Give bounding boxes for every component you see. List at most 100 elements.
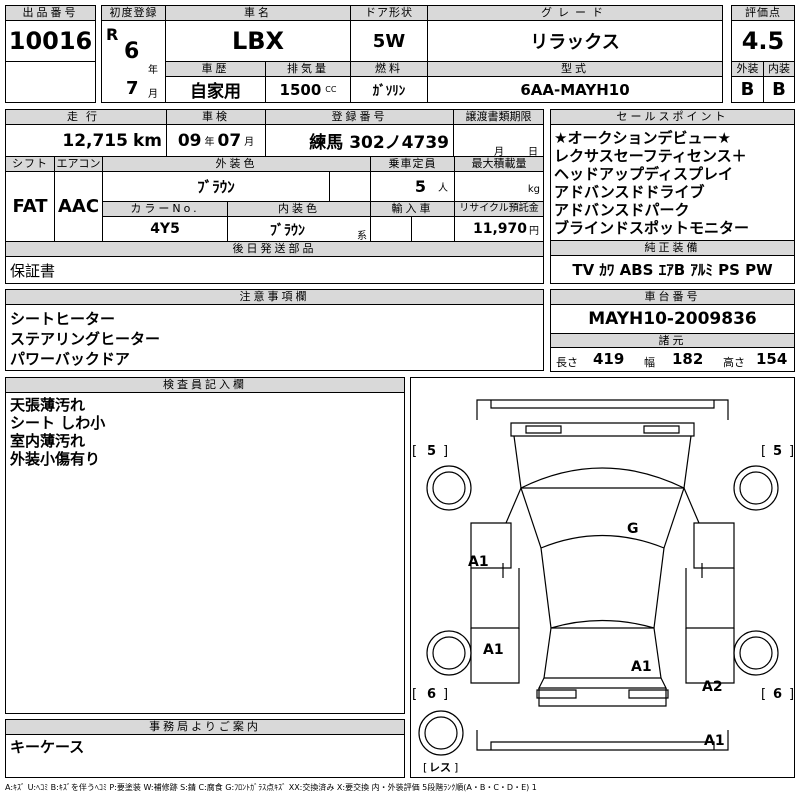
inspector-notes: 天張薄汚れ シート しわ小 室内薄汚れ 外装小傷有り xyxy=(5,392,405,714)
svg-text:]: ] xyxy=(789,444,794,459)
office-notes: キーケース xyxy=(5,734,405,778)
tire-front-left: 5 xyxy=(427,444,436,459)
chassis-no: MAYH10-2009836 xyxy=(550,304,795,334)
spare-tire: レス xyxy=(429,761,451,774)
int-color-value: ﾌﾞﾗｳﾝ xyxy=(270,223,305,239)
sales-points: ★オークションデビュー★ レクサスセーフティセンス＋ ヘッドアップディスプレイ … xyxy=(550,124,795,241)
overall-score: 4.5 xyxy=(731,20,795,62)
era: R xyxy=(106,25,119,44)
score-header: 評価点 xyxy=(731,5,795,21)
later-parts-header: 後日発送部品 xyxy=(5,241,544,257)
door-type: 5W xyxy=(350,20,428,62)
history-header: 車歴 xyxy=(165,61,266,77)
specs: 長さ 419 幅 182 高さ 154 xyxy=(550,347,795,372)
tire-front-right: 5 xyxy=(773,444,782,459)
inspector-note: シート しわ小 xyxy=(10,414,106,432)
load-unit: kg xyxy=(527,184,540,195)
equipment: TV ｶﾜ ABS ｴｱB ｱﾙﾐ PS PW xyxy=(550,255,795,284)
sales-point: アドバンスドドライブ xyxy=(554,183,705,201)
aircon: AAC xyxy=(54,171,103,242)
load-header: 最大積載量 xyxy=(454,156,544,172)
chassis-header: 車台番号 xyxy=(550,289,795,305)
first-reg-header: 初度登録 xyxy=(101,5,166,21)
office-header: 事務局よりご案内 xyxy=(5,719,405,735)
fuel-header: 燃料 xyxy=(350,61,428,77)
sales-point: レクサスセーフティセンス＋ xyxy=(554,147,747,165)
inspection-month-unit: 月 xyxy=(244,137,255,148)
tire-rear-left: 6 xyxy=(427,687,436,702)
mileage: 12,715 km xyxy=(5,124,167,157)
car-diagram: [ 5 ] [ 5 ] [ 6 ] [ 6 ] [ レス ] G A1 A1 A… xyxy=(412,399,794,774)
capacity-value: 5 xyxy=(414,177,426,196)
shift: FAT xyxy=(5,171,55,242)
inspector-note: 外装小傷有り xyxy=(10,450,101,468)
width-label: 幅 xyxy=(644,356,655,369)
lot-blank xyxy=(5,61,96,103)
displacement: 1500 CC xyxy=(265,76,351,103)
aircon-header: エアコン xyxy=(54,156,103,172)
import xyxy=(370,216,455,242)
reg-month-unit: 月 xyxy=(148,89,158,100)
grade-header: グレード xyxy=(427,5,723,21)
tire-rear-right: 6 xyxy=(773,687,782,702)
max-load: kg xyxy=(454,171,544,202)
reg-month: 7 xyxy=(126,78,139,99)
notes: シートヒーター ステアリングヒーター パワーバックドア xyxy=(5,304,544,371)
svg-text:]: ] xyxy=(443,687,448,702)
equipment-header: 純正装備 xyxy=(550,240,795,256)
reg-year: 6 xyxy=(124,39,140,64)
note-item: ステアリングヒーター xyxy=(10,330,161,348)
first-reg-box: R 6 年 7 月 xyxy=(101,20,166,103)
reg-no: 練馬 302ノ4739 xyxy=(265,124,454,157)
model-header: 型式 xyxy=(427,61,723,77)
svg-text:[: [ xyxy=(423,761,427,774)
recycle-value: 11,970 xyxy=(472,221,527,237)
capacity-header: 乗車定員 xyxy=(370,156,455,172)
later-parts: 保証書 xyxy=(5,256,544,284)
damage-mark: A1 xyxy=(704,733,725,749)
svg-text:]: ] xyxy=(443,444,448,459)
car-name-header: 車名 xyxy=(165,5,351,21)
height: 154 xyxy=(756,350,788,368)
damage-mark: G xyxy=(627,521,639,537)
svg-text:[: [ xyxy=(761,687,766,702)
svg-text:]: ] xyxy=(789,687,794,702)
note-item: シートヒーター xyxy=(10,310,116,328)
transfer-day-unit: 日 xyxy=(528,147,538,158)
svg-text:[: [ xyxy=(412,444,417,459)
svg-text:[: [ xyxy=(412,687,417,702)
model: 6AA-MAYH10 xyxy=(427,76,723,103)
inspector-note: 天張薄汚れ xyxy=(10,396,86,414)
office-note: キーケース xyxy=(10,738,85,756)
note-item: パワーバックドア xyxy=(10,350,130,368)
legend: A:ｷｽﾞ U:ﾍｺﾐ B:ｷｽﾞを伴うﾍｺﾐ P:要塗装 W:補修跡 S:錆 … xyxy=(5,783,537,792)
fuel: ｶﾞｿﾘﾝ xyxy=(350,76,428,103)
inspection-year-unit: 年 xyxy=(204,137,215,148)
history: 自家用 xyxy=(165,76,266,103)
displacement-header: 排気量 xyxy=(265,61,351,77)
damage-diagram: [ 5 ] [ 5 ] [ 6 ] [ 6 ] [ レス ] G A1 A1 A… xyxy=(410,377,795,778)
int-color: ﾌﾞﾗｳﾝ 系 xyxy=(227,216,371,242)
sales-point: ヘッドアップディスプレイ xyxy=(554,165,733,183)
exterior-score: B xyxy=(731,76,764,103)
grade: リラックス xyxy=(427,20,723,62)
recycle-unit: 円 xyxy=(529,225,539,237)
displacement-unit: CC xyxy=(325,85,337,94)
reg-year-unit: 年 xyxy=(148,65,158,76)
interior-score: B xyxy=(763,76,795,103)
specs-header: 諸元 xyxy=(550,333,795,348)
lot-no: 10016 xyxy=(5,20,96,62)
lot-no-header: 出品番号 xyxy=(5,5,96,21)
inspector-header: 検査員記入欄 xyxy=(5,377,405,393)
color-no-header: カラーNo. xyxy=(102,201,228,217)
recycle-header: リサイクル預託金 xyxy=(454,201,544,217)
ext-color-header: 外装色 xyxy=(102,156,371,172)
import-header: 輸入車 xyxy=(370,201,455,217)
inspector-note: 室内薄汚れ xyxy=(10,432,86,450)
displacement-value: 1500 xyxy=(279,80,322,99)
sales-point: ★オークションデビュー★ xyxy=(554,129,731,147)
mileage-value: 12,715 xyxy=(62,130,128,151)
length: 419 xyxy=(593,350,625,368)
damage-mark: A2 xyxy=(702,679,723,695)
